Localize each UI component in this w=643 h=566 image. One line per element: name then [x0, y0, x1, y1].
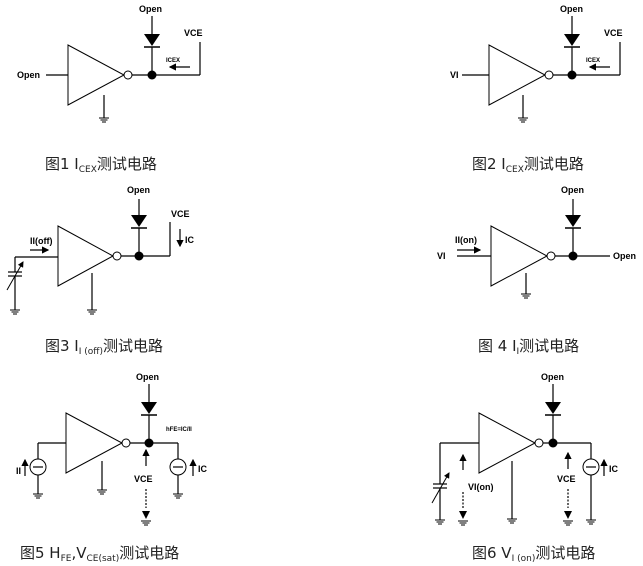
- caption-fig5: 图5 HFE,VCE(sat)测试电路: [20, 544, 179, 564]
- vi-label: VI: [450, 70, 459, 80]
- diode-open-label: Open: [560, 4, 583, 14]
- circuit-fig1: Open Open VCE ICEX 图1 ICEX测试电路: [17, 4, 203, 175]
- diode-open-label: Open: [127, 185, 150, 195]
- diode-open-label: Open: [541, 372, 564, 382]
- diode-open-label: Open: [139, 4, 162, 14]
- ic-label: IC: [198, 464, 208, 474]
- vce-label: VCE: [171, 209, 190, 219]
- caption-fig3: 图3 II (off)测试电路: [45, 337, 163, 357]
- circuit-fig4: II(on) VI Open Open 图 4 II测试电路: [437, 185, 636, 357]
- caption-fig1: 图1 ICEX测试电路: [45, 155, 157, 175]
- diode-open-label: Open: [561, 185, 584, 195]
- buffer-triangle: [57, 225, 115, 287]
- circuit-fig2: VI Open VCE ICEX 图2 ICEX测试电路: [450, 4, 623, 175]
- circuit-fig3: II(off) Open VCE IC 图3 II (off)测试电路: [6, 185, 195, 357]
- output-open-label: Open: [613, 251, 636, 261]
- buffer-triangle: [65, 412, 124, 474]
- hfe-formula-label: hFE=IC/II: [166, 427, 192, 433]
- circuit-fig6: VI(on) Open VCE IC 图6 VI (on)测试电路: [431, 372, 619, 564]
- buffer-triangle: [490, 225, 549, 287]
- caption-fig4: 图 4 II测试电路: [478, 337, 579, 357]
- ic-label: IC: [185, 235, 195, 245]
- ii-on-label: II(on): [455, 235, 477, 245]
- caption-fig2: 图2 ICEX测试电路: [472, 155, 584, 175]
- buffer-triangle: [67, 44, 126, 106]
- vce-label: VCE: [184, 28, 203, 38]
- vce-label: VCE: [604, 28, 623, 38]
- buffer-triangle: [478, 412, 537, 474]
- circuit-fig5: II Open hFE=IC/II VCE IC 图5 HFE,VCE(sat)…: [16, 372, 208, 564]
- buffer-triangle: [488, 44, 547, 106]
- vce-label: VCE: [557, 474, 576, 484]
- input-open-label: Open: [17, 70, 40, 80]
- caption-fig6: 图6 VI (on)测试电路: [472, 544, 595, 564]
- vi-on-label: VI(on): [468, 482, 494, 492]
- vi-label: VI: [437, 251, 446, 261]
- vce-label: VCE: [134, 474, 153, 484]
- icex-label: ICEX: [586, 58, 600, 64]
- ic-label: IC: [609, 464, 619, 474]
- ii-label: II: [16, 466, 21, 476]
- diode-open-label: Open: [136, 372, 159, 382]
- icex-label: ICEX: [166, 58, 180, 64]
- ii-off-label: II(off): [30, 236, 53, 246]
